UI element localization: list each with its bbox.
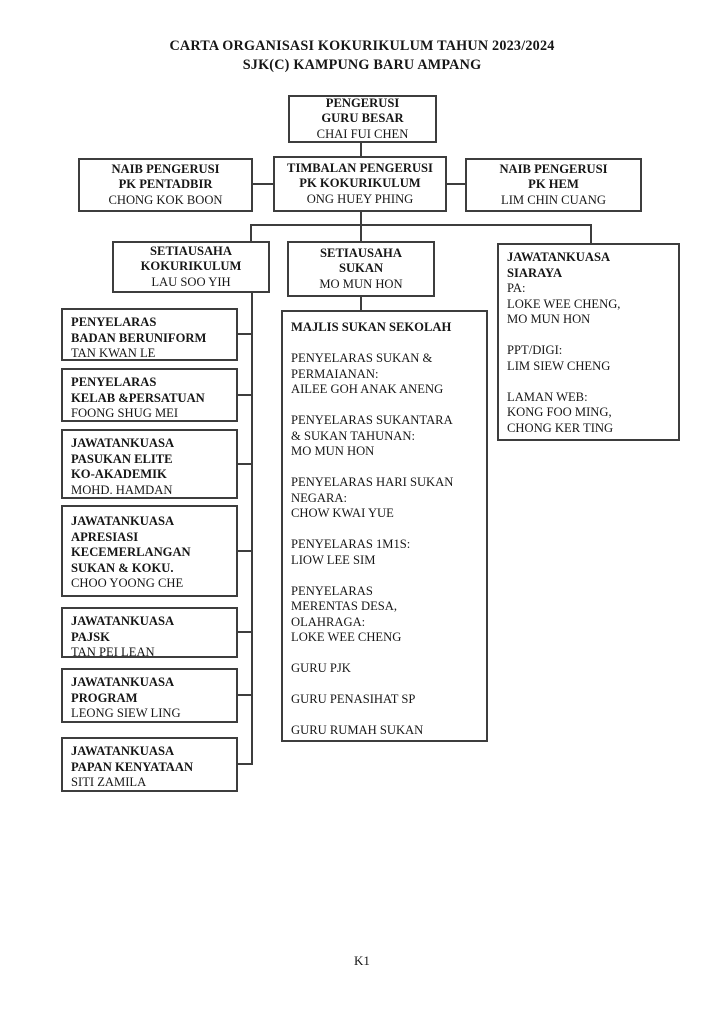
org-box-naib-pentadbir: NAIB PENGERUSI PK PENTADBIR CHONG KOK BO… — [78, 158, 253, 212]
org-box-title: JAWATANKUASA PAJSK — [71, 614, 175, 644]
org-box-penyelaras-kelab-persatuan: PENYELARAS KELAB &PERSATUAN FOONG SHUG M… — [61, 368, 238, 422]
connector-timbalan-hem — [447, 183, 465, 185]
org-box-program: JAWATANKUASA PROGRAM LEONG SIEW LING — [61, 668, 238, 723]
org-box-title: JAWATANKUASA SIARAYA — [507, 250, 611, 280]
connector-stub-6 — [236, 694, 253, 696]
org-box-title: JAWATANKUASA APRESIASI KECEMERLANGAN SUK… — [71, 514, 191, 575]
org-box-penyelaras-badan-beruniform: PENYELARAS BADAN BERUNIFORM TAN KWAN LE — [61, 308, 238, 361]
org-box-title: JAWATANKUASA PROGRAM — [71, 675, 175, 705]
org-box-title: SETIAUSAHA SUKAN — [320, 245, 402, 276]
connector-sukan-majlis — [360, 297, 362, 310]
org-box-naib-hem: NAIB PENGERUSI PK HEM LIM CHIN CUANG — [465, 158, 642, 212]
org-box-setiausaha-kokurikulum: SETIAUSAHA KOKURIKULUM LAU SOO YIH — [112, 241, 270, 293]
org-box-name: SITI ZAMILA — [71, 775, 147, 789]
org-box-body: PA: LOKE WEE CHENG, MO MUN HON PPT/DIGI:… — [507, 281, 621, 435]
connector-stub-7 — [236, 763, 253, 765]
org-box-setiausaha-sukan: SETIAUSAHA SUKAN MO MUN HON — [287, 241, 435, 297]
org-box-title: NAIB PENGERUSI PK PENTADBIR — [111, 161, 220, 192]
org-box-title: PENYELARAS BADAN BERUNIFORM — [71, 315, 207, 345]
org-box-body: PENYELARAS SUKAN & PERMAIANAN: AILEE GOH… — [291, 351, 454, 737]
connector-distributor — [250, 224, 592, 226]
connector-left-spine — [251, 293, 253, 765]
org-box-majlis-sukan: MAJLIS SUKAN SEKOLAH PENYELARAS SUKAN & … — [281, 310, 488, 742]
org-box-name: LIM CHIN CUANG — [501, 192, 606, 207]
org-box-pajsk: JAWATANKUASA PAJSK TAN PEI LEAN — [61, 607, 238, 659]
connector-pentadbir-timbalan — [253, 183, 273, 185]
org-box-title: TIMBALAN PENGERUSI PK KOKURIKULUM — [287, 160, 433, 191]
connector-timbalan-down — [360, 212, 362, 242]
connector-stub-3 — [236, 463, 253, 465]
org-box-name: CHONG KOK BOON — [108, 192, 223, 207]
org-box-papan-kenyataan: JAWATANKUASA PAPAN KENYATAAN SITI ZAMILA — [61, 737, 238, 792]
org-box-name: FOONG SHUG MEI — [71, 406, 179, 420]
connector-drop-kokurikulum — [250, 224, 252, 241]
org-box-title: SETIAUSAHA KOKURIKULUM — [140, 243, 242, 274]
org-box-apresiasi-kecemerlangan: JAWATANKUASA APRESIASI KECEMERLANGAN SUK… — [61, 505, 238, 597]
page-title: CARTA ORGANISASI KOKURIKULUM TAHUN 2023/… — [0, 37, 724, 75]
org-box-title: JAWATANKUASA PAPAN KENYATAAN — [71, 744, 194, 774]
org-box-title: NAIB PENGERUSI PK HEM — [499, 161, 608, 192]
org-box-name: LEONG SIEW LING — [71, 706, 181, 720]
connector-stub-5 — [236, 631, 253, 633]
org-box-pasukan-elite-ko-akademik: JAWATANKUASA PASUKAN ELITE KO-AKADEMIK M… — [61, 429, 238, 499]
footer-label: K1 — [354, 953, 370, 968]
org-box-title: JAWATANKUASA PASUKAN ELITE KO-AKADEMIK — [71, 436, 175, 481]
connector-stub-4 — [236, 550, 253, 552]
connector-stub-2 — [236, 394, 253, 396]
org-box-name: TAN KWAN LE — [71, 346, 156, 360]
org-box-name: LAU SOO YIH — [151, 274, 231, 289]
org-box-timbalan: TIMBALAN PENGERUSI PK KOKURIKULUM ONG HU… — [273, 156, 447, 212]
org-box-pengerusi: PENGERUSI GURU BESAR CHAI FUI CHEN — [288, 95, 437, 143]
connector-drop-siaraya — [590, 224, 592, 243]
org-box-name: MOHD. HAMDAN — [71, 482, 173, 497]
org-box-name: CHAI FUI CHEN — [316, 126, 409, 141]
org-box-name: CHOO YOONG CHE — [71, 576, 184, 590]
org-box-name: ONG HUEY PHING — [306, 191, 414, 206]
connector-pengerusi-timbalan — [360, 143, 362, 156]
org-box-title: MAJLIS SUKAN SEKOLAH — [291, 320, 452, 334]
org-box-siaraya: JAWATANKUASA SIARAYA PA: LOKE WEE CHENG,… — [497, 243, 680, 441]
org-box-name: TAN PEI LEAN — [71, 645, 155, 659]
page-title-line1: CARTA ORGANISASI KOKURIKULUM TAHUN 2023/… — [169, 38, 555, 54]
org-box-title: PENYELARAS KELAB &PERSATUAN — [71, 375, 205, 405]
org-box-name: MO MUN HON — [319, 276, 403, 291]
connector-stub-1 — [236, 333, 253, 335]
org-box-title: PENGERUSI GURU BESAR — [321, 95, 404, 126]
page-title-line2: SJK(C) KAMPUNG BARU AMPANG — [242, 57, 482, 73]
